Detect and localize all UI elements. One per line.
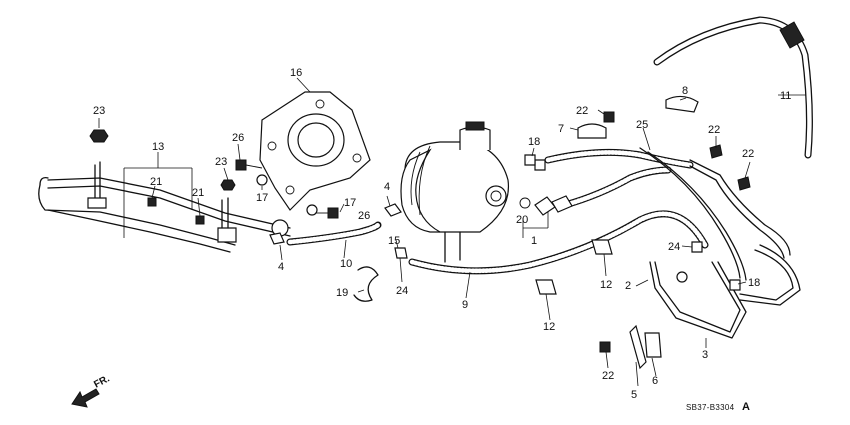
- callout-17: 17: [256, 192, 268, 204]
- part-9-hose: [653, 16, 813, 159]
- callout-2: 2: [625, 280, 631, 292]
- part-7-hose: [408, 210, 709, 275]
- callout-10: 5: [631, 389, 637, 401]
- callout-22: 22: [742, 148, 754, 160]
- callout-21: 21: [150, 176, 162, 188]
- callout-18: 18: [748, 277, 760, 289]
- callout-15: 15: [388, 235, 400, 247]
- callout-16: 16: [290, 67, 302, 79]
- callout-19: 19: [336, 287, 348, 299]
- callout-9: 11: [780, 90, 791, 102]
- front-label: FR.: [92, 373, 112, 390]
- callout-21: 21: [192, 187, 204, 199]
- callout-22: 22: [708, 124, 720, 136]
- callout-11: 6: [652, 375, 658, 387]
- callout-17: 17: [344, 197, 356, 209]
- revision-letter: A: [742, 401, 750, 413]
- fasteners: [89, 95, 751, 370]
- part-8-hose: [286, 221, 382, 246]
- part-3-pipe: [649, 261, 747, 339]
- callout-3: 3: [702, 349, 708, 361]
- callout-26: 26: [232, 132, 244, 144]
- callout-7: 9: [462, 299, 468, 311]
- callout-4: 4: [278, 261, 284, 273]
- callout-labels: 23 13 21 21 16 26 23 17 17 26 4 10 19 4 …: [93, 67, 791, 401]
- callout-20: 20: [516, 214, 528, 226]
- callout-26: 26: [358, 210, 370, 222]
- callout-1: 1: [531, 235, 537, 247]
- front-arrow-icon: FR.: [71, 373, 112, 408]
- callout-22: 22: [576, 105, 588, 117]
- pump-reservoir: [400, 121, 510, 263]
- callout-23: 23: [215, 156, 227, 168]
- part-25-hose: [534, 147, 801, 306]
- callout-18: 18: [528, 136, 540, 148]
- part-13-pipe-assembly: [38, 161, 291, 253]
- callout-25: 25: [636, 119, 648, 131]
- callout-23: 23: [93, 105, 105, 117]
- leader-lines: [98, 77, 806, 387]
- part-16-bracket: [259, 91, 371, 211]
- callout-13: 13: [152, 141, 164, 153]
- callout-5: 7: [558, 123, 564, 135]
- callout-4: 4: [384, 181, 390, 193]
- callout-6: 8: [682, 85, 688, 97]
- callout-22: 22: [602, 370, 614, 382]
- callout-12: 12: [543, 321, 555, 333]
- callout-12: 12: [600, 279, 612, 291]
- callout-24: 24: [668, 241, 680, 253]
- callout-24: 24: [396, 285, 408, 297]
- diagram-code: SB37-B3304: [686, 403, 735, 412]
- callout-8: 10: [340, 258, 352, 270]
